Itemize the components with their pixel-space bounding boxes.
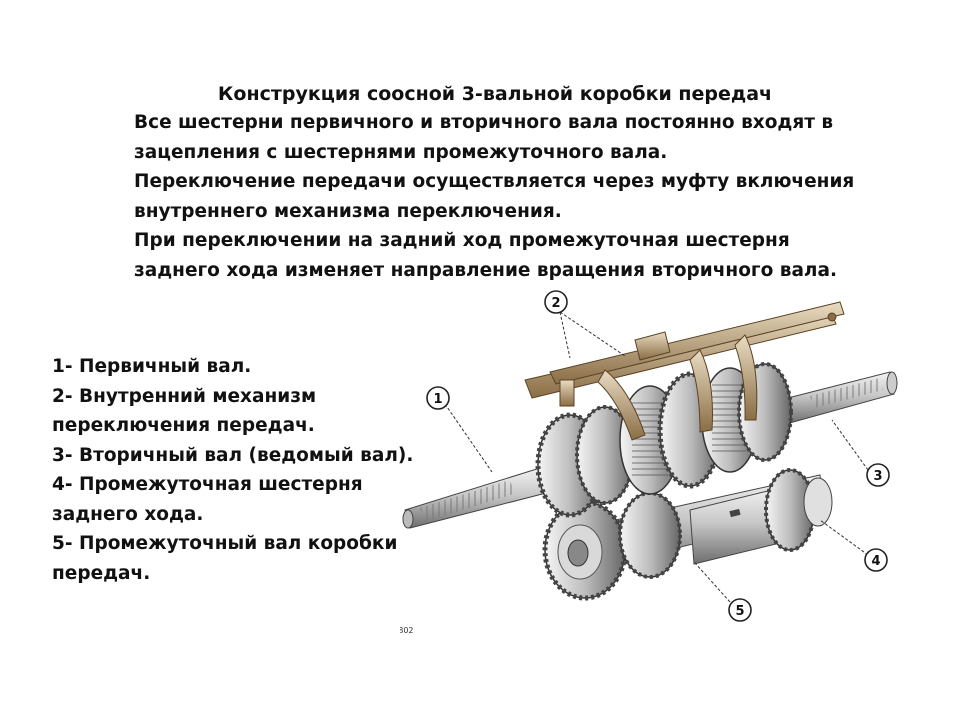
legend-line: 2- Внутренний механизм bbox=[52, 385, 317, 407]
gearbox-illustration: 1 2 3 4 5 E67802 bbox=[400, 290, 898, 635]
description-line: Переключение передачи осуществляется чер… bbox=[134, 171, 855, 192]
legend-line: 5- Промежуточный вал коробки bbox=[52, 533, 398, 554]
legend-line: заднего хода. bbox=[52, 503, 204, 525]
catalog-code: E67802 bbox=[400, 626, 414, 635]
legend-line: передач. bbox=[52, 562, 151, 584]
svg-text:3: 3 bbox=[873, 469, 882, 484]
legend-block: 1- Первичный вал. 2- Внутренний механизм… bbox=[52, 352, 422, 588]
description-line: внутреннего механизма переключения. bbox=[134, 200, 562, 222]
callout-3: 3 bbox=[866, 463, 890, 487]
svg-text:4: 4 bbox=[871, 554, 880, 569]
description-line: Все шестерни первичного и вторичного вал… bbox=[134, 112, 834, 133]
svg-text:2: 2 bbox=[551, 296, 560, 311]
svg-text:1: 1 bbox=[433, 392, 442, 407]
callout-4: 4 bbox=[864, 548, 888, 572]
description-block: Все шестерни первичного и вторичного вал… bbox=[134, 108, 894, 285]
description-line: заднего хода изменяет направление вращен… bbox=[134, 259, 837, 281]
description-line: зацепления с шестернями промежуточного в… bbox=[134, 141, 668, 163]
callout-2: 2 bbox=[544, 290, 568, 314]
legend-line: 3- Вторичный вал (ведомый вал). bbox=[52, 444, 414, 466]
legend-line: 1- Первичный вал. bbox=[52, 356, 252, 377]
callout-leaders bbox=[444, 311, 869, 603]
countershaft bbox=[542, 468, 833, 601]
legend-line: 4- Промежуточная шестерня bbox=[52, 474, 363, 495]
description-line: При переключении на задний ход промежуто… bbox=[134, 230, 790, 251]
main-shaft bbox=[402, 371, 898, 529]
slide-title: Конструкция соосной 3-вальной коробки пе… bbox=[217, 83, 773, 105]
callout-1: 1 bbox=[426, 386, 450, 410]
shift-mechanism bbox=[524, 301, 845, 441]
callout-5: 5 bbox=[728, 598, 752, 622]
legend-line: переключения передач. bbox=[52, 415, 315, 436]
svg-text:5: 5 bbox=[735, 604, 744, 619]
